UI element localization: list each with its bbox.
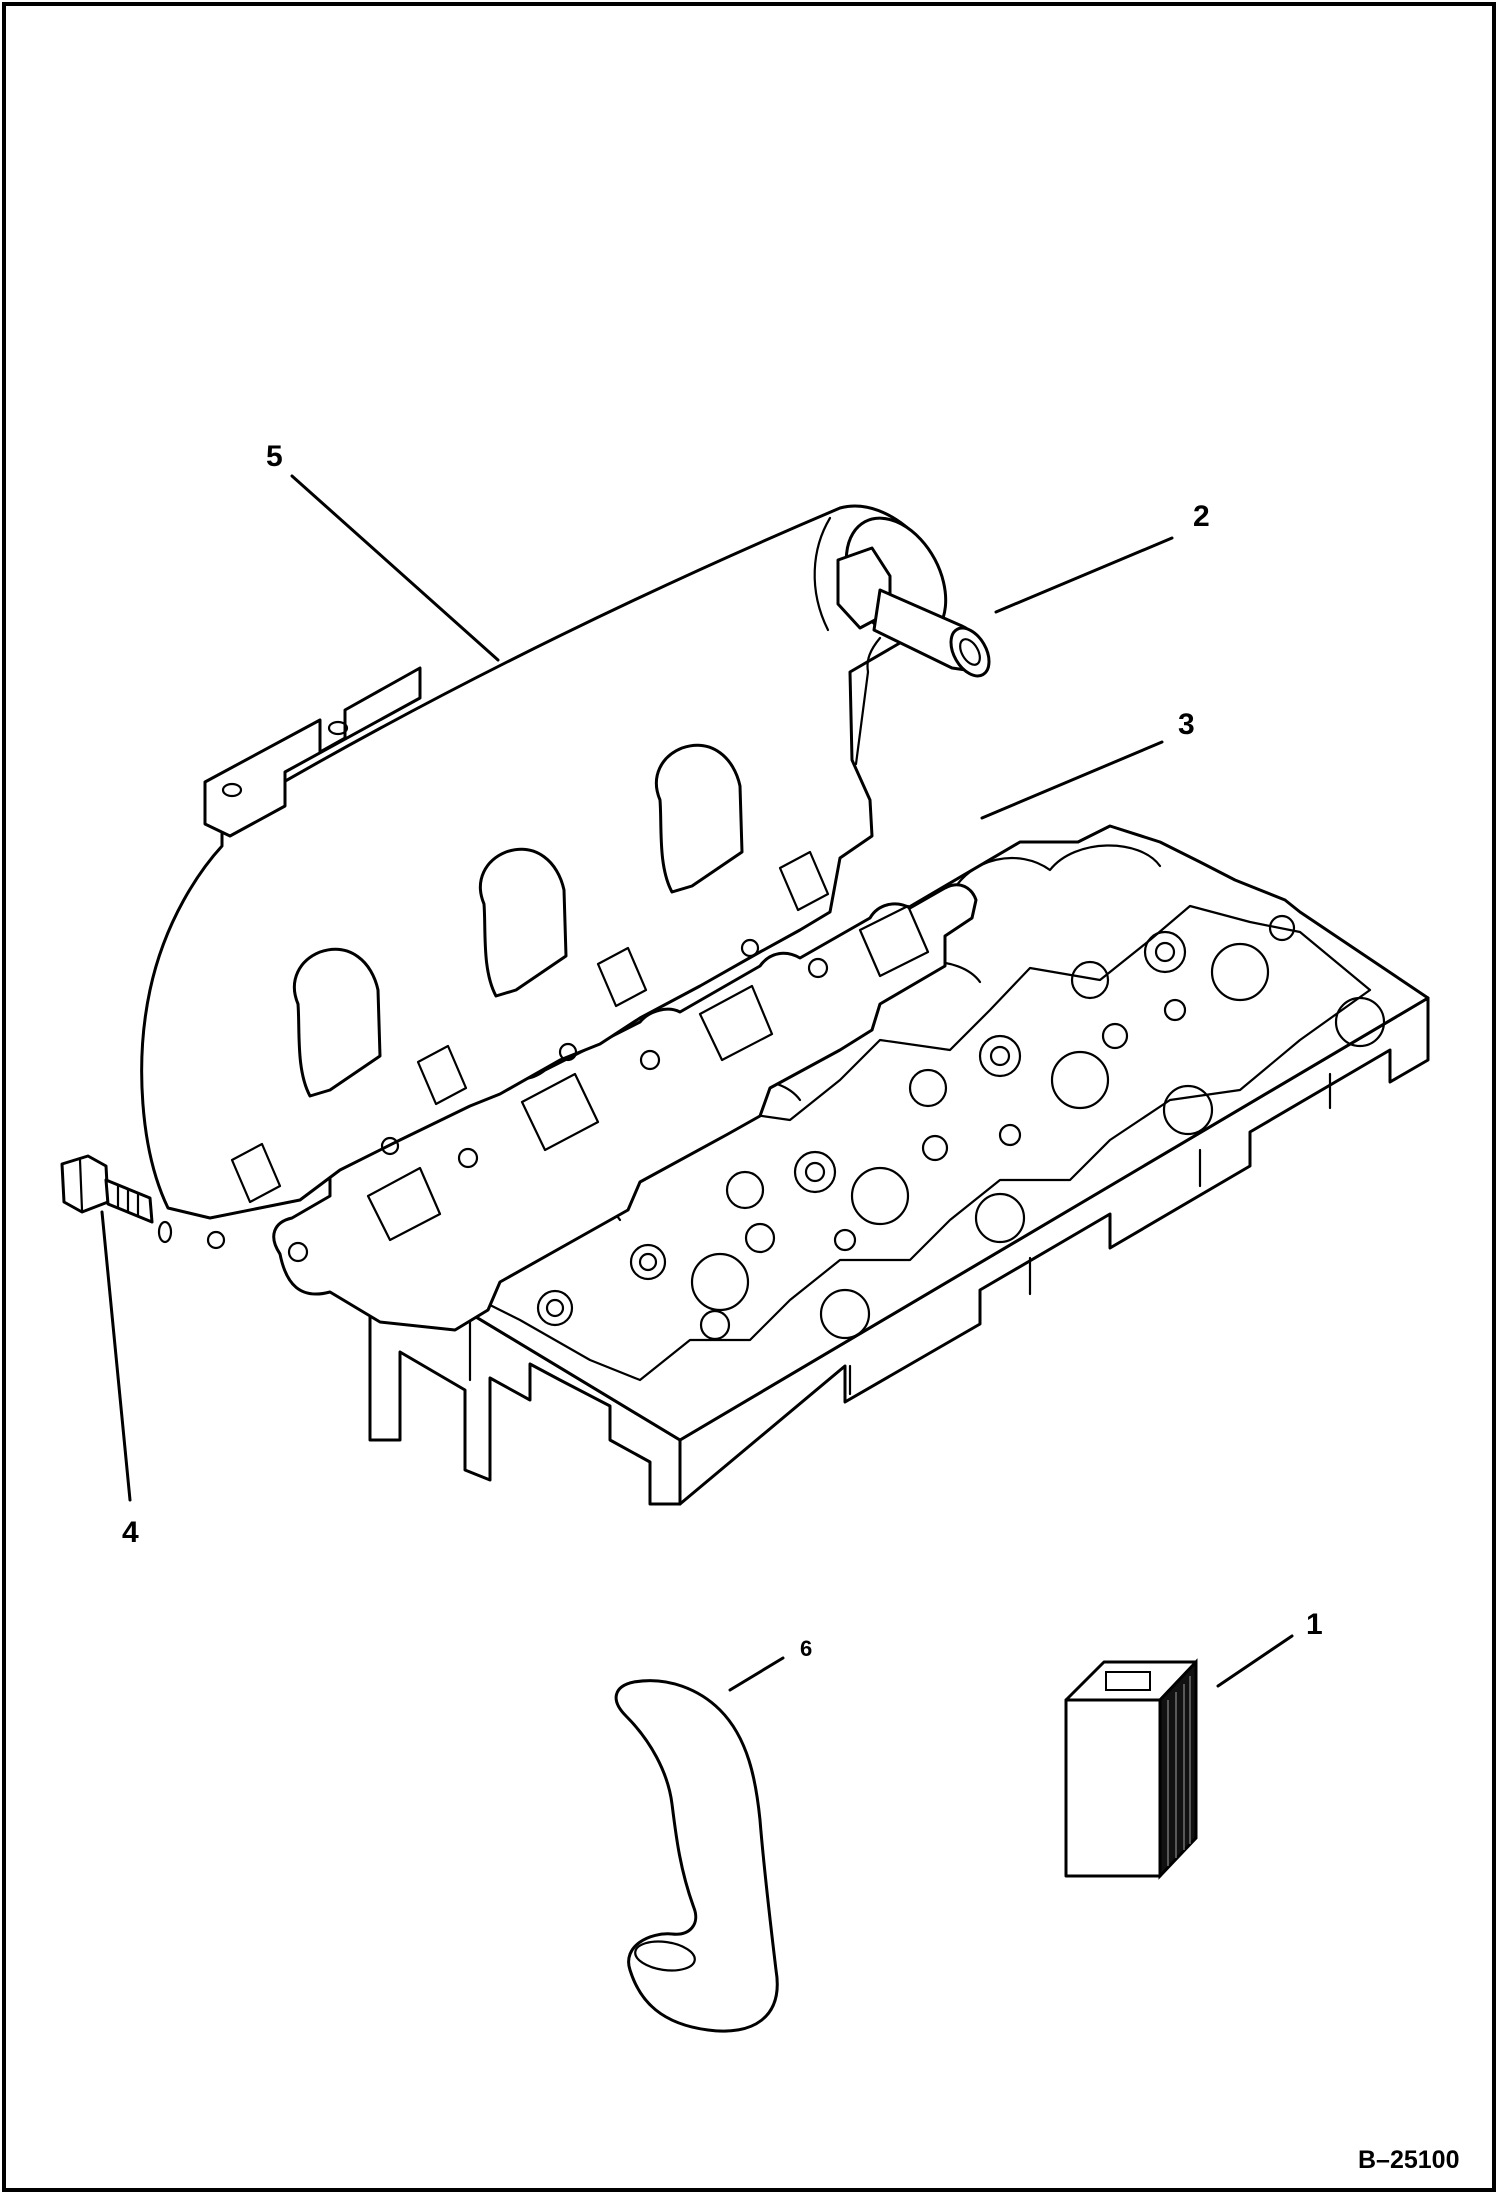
- callout-6: 6: [800, 1636, 812, 1661]
- leader-line-4: [100, 1210, 132, 1502]
- leader-line-6: [728, 1656, 785, 1692]
- filter-element: [1064, 1658, 1198, 1880]
- leader-lines: [100, 474, 1294, 1692]
- callout-3: 3: [1178, 708, 1195, 741]
- leader-line-1: [1216, 1634, 1294, 1688]
- stud-bolt: [60, 1154, 173, 1244]
- callout-2: 2: [1193, 500, 1210, 533]
- callout-5: 5: [266, 440, 283, 473]
- hose: [614, 1679, 779, 2033]
- callout-4: 4: [122, 1516, 139, 1549]
- leader-line-3: [980, 740, 1164, 820]
- pipe-fitting: [836, 546, 991, 766]
- reference-code: B–25100: [1358, 2146, 1459, 2174]
- leader-line-5: [290, 474, 500, 662]
- leader-line-2: [994, 536, 1174, 614]
- callout-1: 1: [1306, 1608, 1323, 1641]
